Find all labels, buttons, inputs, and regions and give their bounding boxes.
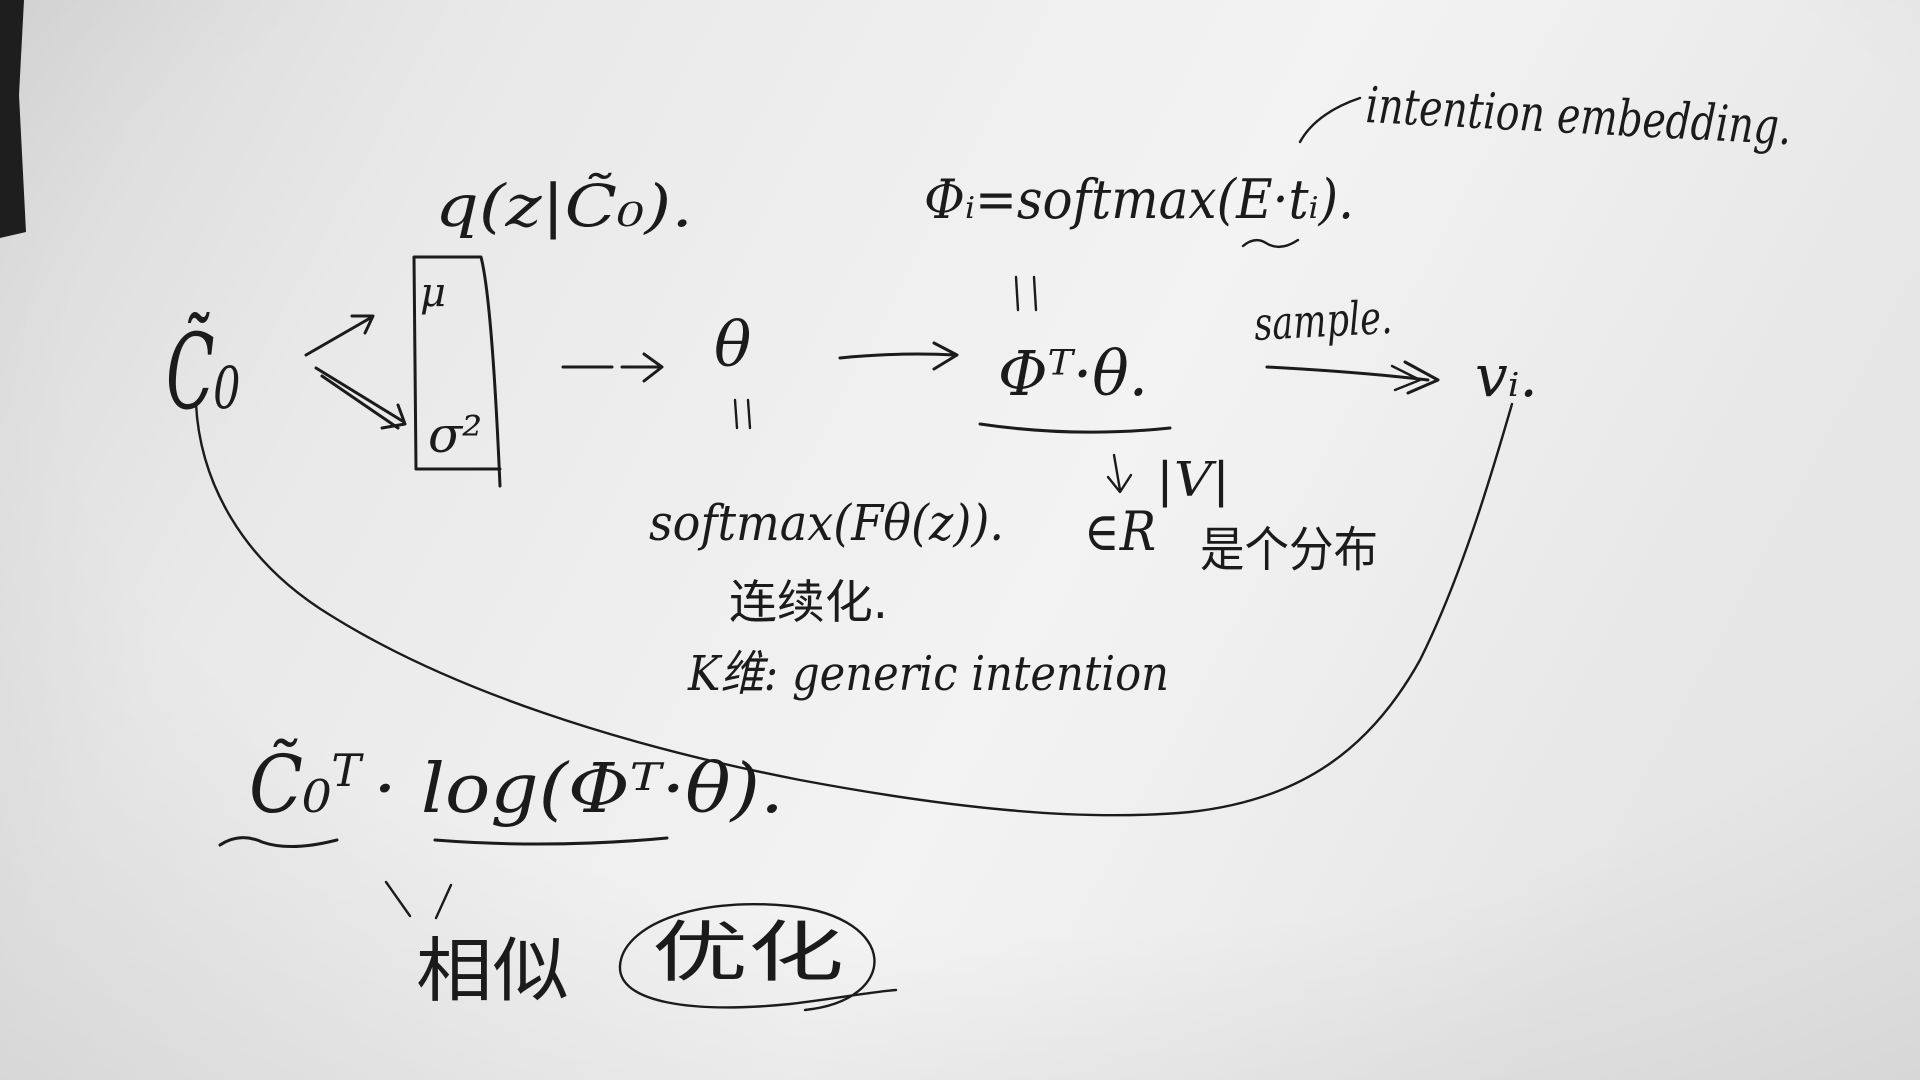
posterior-formula: q(z|C̃₀). xyxy=(435,171,693,240)
continuous-note: 连续化. xyxy=(729,575,888,629)
sample-label: sample. xyxy=(1253,290,1394,351)
k-dim-note: K维: generic intention xyxy=(687,646,1169,702)
pointer-marks xyxy=(384,880,453,920)
loss-context: C̃₀ᵀ xyxy=(249,737,364,831)
sample-arrow xyxy=(1265,360,1440,395)
theta-definition: softmax(Fθ(z)). xyxy=(649,494,1004,552)
arrow-to-theta xyxy=(561,352,664,383)
connecting-curve xyxy=(194,402,1514,817)
v-i-symbol: vᵢ. xyxy=(1475,342,1538,410)
phi-theta-underline xyxy=(978,422,1172,434)
log-underline xyxy=(433,836,669,846)
phi-theta-expression: Φᵀ·θ. xyxy=(998,337,1148,410)
arrow-to-sigma xyxy=(314,366,407,430)
in-real-space: ∈R xyxy=(1084,500,1156,563)
optimize-circle xyxy=(618,902,898,1012)
phi-definition: Φᵢ=softmax(E·tᵢ). xyxy=(924,168,1354,231)
arrow-to-phi-theta xyxy=(838,341,959,371)
arrow-to-mu xyxy=(304,314,375,357)
theta-equals-mark xyxy=(733,398,752,430)
similar-note: 相似 xyxy=(416,930,569,1012)
vocab-dim: |V| xyxy=(1156,452,1230,508)
context-symbol: C̃₀ xyxy=(166,311,240,433)
sigma-squared-symbol: σ² xyxy=(428,406,482,464)
theta-symbol: θ xyxy=(714,308,751,381)
optimize-note: 优化 xyxy=(652,914,844,991)
dark-corner xyxy=(0,0,26,238)
distribution-note: 是个分布 xyxy=(1200,522,1378,578)
gaussian-params-box xyxy=(412,255,502,488)
down-arrow xyxy=(1106,453,1133,494)
loss-log-term: · log(Φᵀ·θ). xyxy=(373,750,784,829)
mu-symbol: μ xyxy=(420,270,446,316)
loss-context-underline xyxy=(218,836,339,849)
embedding-pointer-line xyxy=(1298,96,1362,144)
phi-theta-equals-mark xyxy=(1014,275,1038,312)
t-i-squiggle xyxy=(1241,238,1300,248)
